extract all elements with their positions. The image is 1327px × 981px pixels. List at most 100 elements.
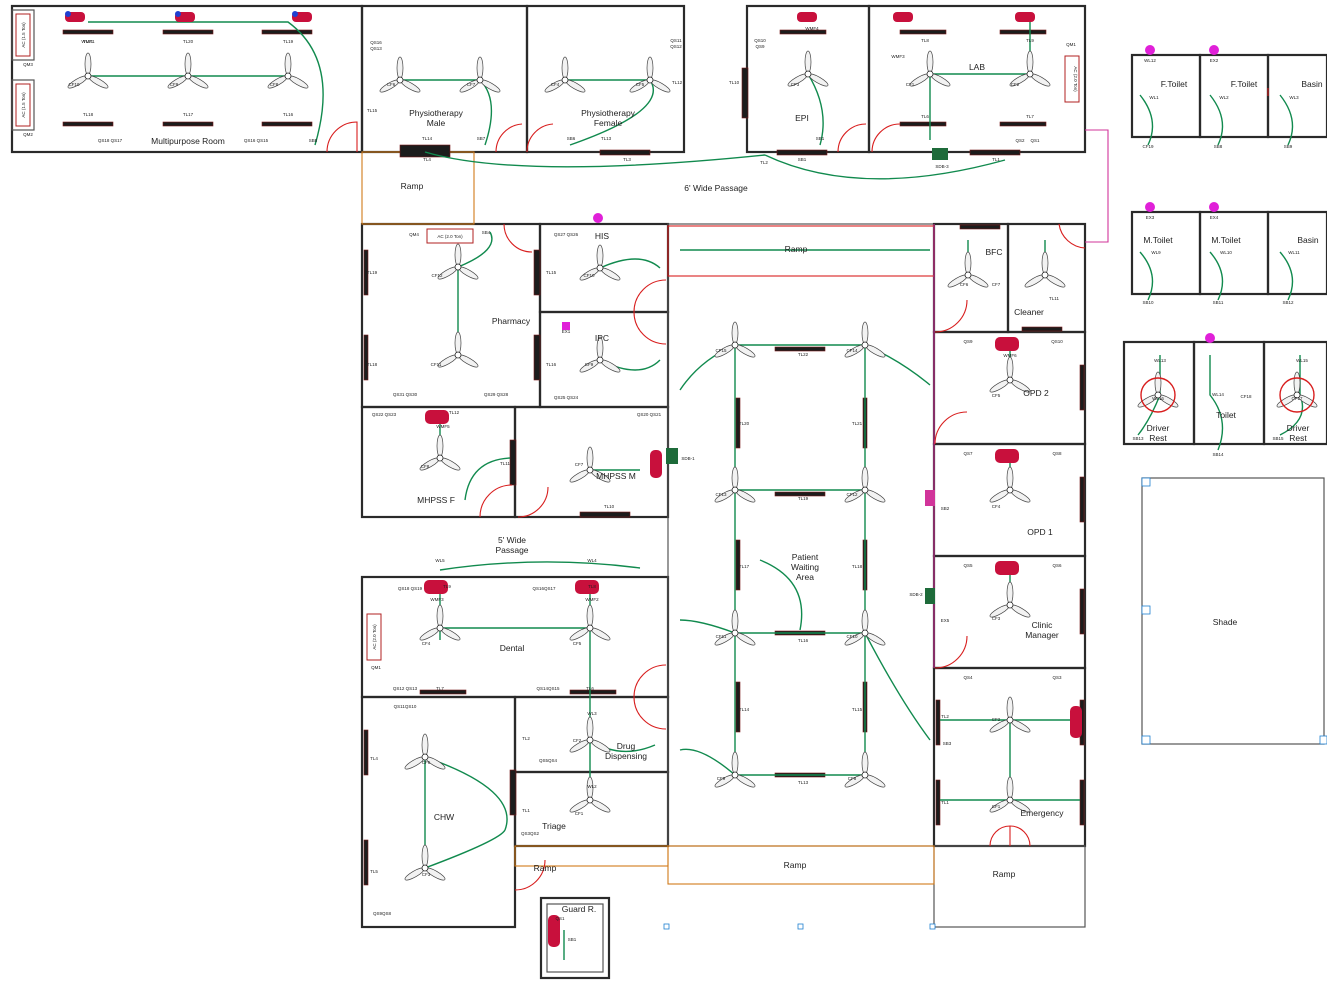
- wall-fan-icon: [425, 410, 449, 424]
- device-tag-label: WL12: [1144, 58, 1156, 63]
- device-tag-label: TL18: [83, 112, 94, 117]
- ceiling-fan-icon: [569, 776, 611, 813]
- device-tag-label: TL10: [604, 504, 615, 509]
- device-tag-label: WL5: [435, 558, 445, 563]
- device-tag-label: CF8: [270, 82, 279, 87]
- device-tag-label: TL17: [183, 112, 194, 117]
- device-tag-label: WL3: [1289, 95, 1299, 100]
- device-tag-label: CF7: [575, 462, 584, 467]
- ceiling-fan-icon: [629, 56, 671, 93]
- device-tag-label: QS1: [555, 916, 565, 921]
- device-tag-label: SB6: [567, 136, 576, 141]
- device-tag-label: CF5: [573, 641, 582, 646]
- device-tag-label: CF2: [573, 738, 582, 743]
- ceiling-fan-icon: [579, 336, 621, 373]
- room-label-opd1: OPD 1: [1027, 527, 1053, 537]
- wall-fan-icon: [65, 11, 85, 22]
- device-tag-label: TL18: [367, 362, 378, 367]
- device-tag-label: QS25 QS24: [554, 395, 579, 400]
- device-tag-label: QM1: [1066, 42, 1076, 47]
- device-tag-label: WL2: [587, 784, 597, 789]
- ceiling-fan-icon: [579, 244, 621, 281]
- ceiling-fan-icon: [167, 52, 209, 89]
- ceiling-fan-icon: [459, 56, 501, 93]
- device-tag-label: TL14: [422, 136, 433, 141]
- device-tag-label: CF2: [992, 717, 1001, 722]
- device-tag-label: QS12: [670, 44, 682, 49]
- device-tag-label: CF5: [636, 82, 645, 87]
- wall-fan-icon: [995, 449, 1019, 463]
- device-tag-label: TL11: [500, 461, 510, 466]
- device-tag-label: QS8: [1052, 451, 1062, 456]
- device-tag-label: SB10: [1142, 300, 1154, 305]
- wall-fan-icon: [995, 337, 1019, 351]
- ceiling-fan-icon: [714, 466, 756, 503]
- wiring: [88, 20, 1304, 960]
- device-tag-label: TL12: [672, 80, 683, 85]
- device-tag-label: CF17: [1291, 396, 1303, 401]
- device-tag-label: SB9: [1284, 144, 1293, 149]
- ceiling-fan-icon: [569, 604, 611, 641]
- device-tag-label: SB1: [816, 136, 825, 141]
- device-tag-label: CF7: [992, 282, 1001, 287]
- wall-fan-icon: [893, 12, 913, 22]
- grid-markers: [663, 477, 1327, 930]
- driver-rest-fans: [1140, 377, 1315, 413]
- device-tag-label: WL4: [587, 558, 597, 563]
- device-tag-label: WL15: [1296, 358, 1308, 363]
- device-tag-label: QS16 QS15: [244, 138, 269, 143]
- device-tag-label: QS13: [370, 46, 382, 51]
- sdb-label: SDB-3: [935, 164, 949, 169]
- device-tag-label: TL20: [183, 39, 194, 44]
- area-label-ramp: Ramp: [534, 863, 557, 873]
- room-label-m-toilet-2: M.Toilet: [1211, 235, 1241, 245]
- device-tag-label: TL3: [623, 157, 631, 162]
- exhaust-fans: [562, 45, 1219, 343]
- device-tag-label: QS10: [754, 38, 766, 43]
- device-tag-label: CF6: [960, 282, 969, 287]
- distribution-boards: SDB-3 SDB-1 SDB-2: [666, 148, 949, 604]
- device-tag-label: EX2: [1210, 58, 1219, 63]
- wall-fan-icon: [424, 580, 448, 594]
- ceiling-fan-icon: [437, 331, 479, 368]
- device-tag-label: QM3: [23, 62, 33, 67]
- device-tag-label: QM2: [23, 132, 33, 137]
- room-label-cleaner: Cleaner: [1014, 307, 1044, 317]
- device-tag-label: SB8: [309, 138, 318, 143]
- device-tag-label: TL6: [921, 114, 929, 119]
- room-label-guard: Guard R.: [562, 904, 597, 914]
- device-tag-label: WL3: [587, 711, 597, 716]
- ceiling-fan-icon: [437, 243, 479, 280]
- device-tag-label: CF9: [717, 776, 726, 781]
- device-tag-label: QS11: [670, 38, 682, 43]
- device-tag-label: WL14: [1212, 392, 1224, 397]
- device-tag-label: SB1: [798, 157, 807, 162]
- ceiling-fan-icon: [989, 581, 1031, 618]
- device-tag-label: SB1: [568, 937, 577, 942]
- ceiling-fan-icon: [379, 56, 421, 93]
- device-tag-label: QM4: [409, 232, 419, 237]
- room-label-epi: EPI: [795, 113, 809, 123]
- device-tag-label: QS1: [1030, 138, 1040, 143]
- device-tag-label: CF10: [583, 273, 595, 278]
- device-tag-label: QS16QS17: [532, 586, 556, 591]
- doors: [326, 88, 1269, 891]
- device-tag-label: TL8: [588, 584, 596, 589]
- device-tag-label: TL13: [798, 780, 809, 785]
- device-tag-label: TL16: [283, 112, 294, 117]
- ceiling-fan-icon: [844, 751, 886, 788]
- ceiling-fan-icon: [67, 52, 109, 89]
- device-tag-label: CF3: [992, 616, 1001, 621]
- device-tag-label: QS9QS8: [373, 911, 392, 916]
- device-tag-label: SB12: [1282, 300, 1294, 305]
- device-tag-label: CF3: [422, 872, 431, 877]
- area-label-ramp: Ramp: [784, 860, 807, 870]
- device-tag-label: SB4: [482, 230, 491, 235]
- device-tag-label: QS20 QS21: [637, 412, 662, 417]
- room-label-basin-1: Basin: [1301, 79, 1323, 89]
- device-tag-label: TL7: [1026, 114, 1034, 119]
